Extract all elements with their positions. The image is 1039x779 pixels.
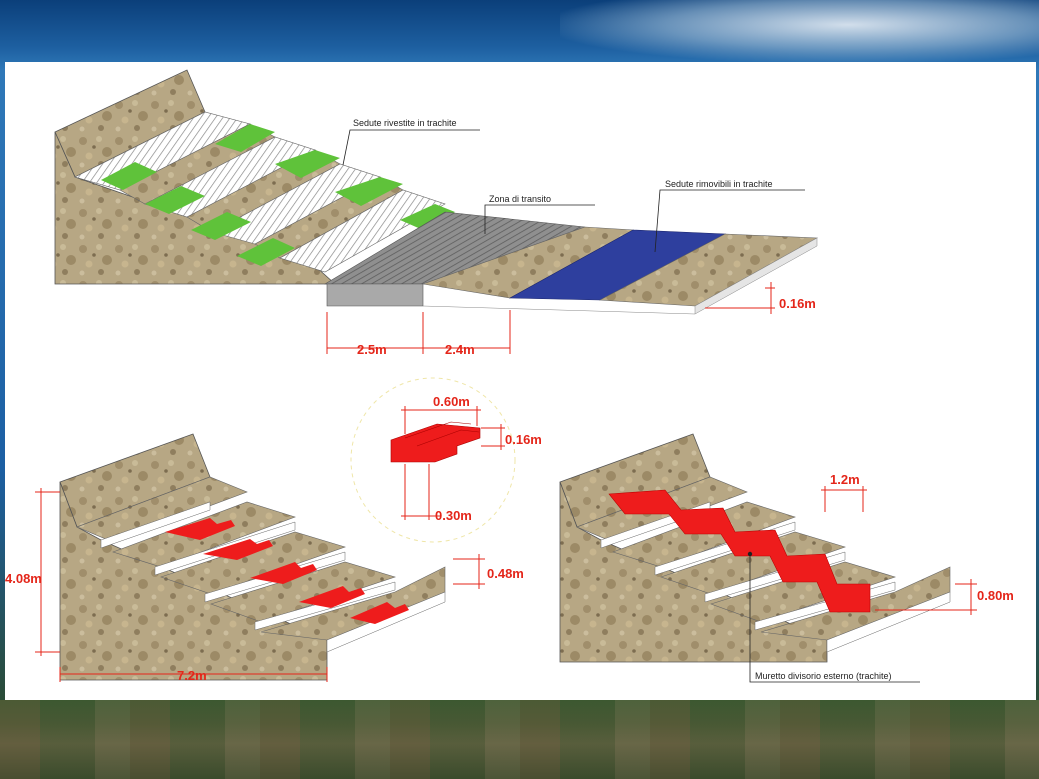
stadium-steps-diagram: Sedute rivestite in trachite Zona di tra…	[5, 69, 1014, 683]
green-seats	[101, 124, 455, 266]
label-sedute-rimovibili: Sedute rimovibili in trachite	[665, 179, 773, 189]
right-steps	[576, 476, 951, 653]
left-grandstand	[59, 433, 446, 681]
transit-zone-base	[326, 283, 424, 307]
left-red-stairs	[165, 518, 409, 624]
dim-right-height: 0.80m	[977, 588, 1014, 603]
dim-top-height: 0.16m	[779, 296, 816, 311]
right-dimensions: 1.2m 0.80m	[821, 472, 1014, 615]
dim-top-w1: 2.5m	[357, 342, 387, 357]
left-dimensions: 4.08m 0.48m 7.2m	[5, 488, 524, 683]
dim-top-w2: 2.4m	[445, 342, 475, 357]
dim-left-step: 0.48m	[487, 566, 524, 581]
dim-right-width: 1.2m	[830, 472, 860, 487]
dim-detail-depth: 0.60m	[433, 394, 470, 409]
background-landscape	[0, 700, 1039, 779]
diagram-panel: Sedute rivestite in trachite Zona di tra…	[5, 62, 1036, 700]
dim-detail-height: 0.16m	[505, 432, 542, 447]
top-grandstand	[54, 69, 819, 315]
detail-step: 0.60m 0.16m 0.30m	[350, 377, 542, 543]
dim-left-width: 7.2m	[177, 668, 207, 683]
background-sky	[560, 0, 1039, 62]
label-sedute-rivestite: Sedute rivestite in trachite	[353, 118, 457, 128]
label-muretto: Muretto divisorio esterno (trachite)	[755, 671, 892, 681]
red-dividing-wall	[608, 489, 871, 613]
top-dimensions: 2.5m 2.4m 0.16m	[326, 282, 816, 357]
label-zona-transito: Zona di transito	[489, 194, 551, 204]
dim-detail-width: 0.30m	[435, 508, 472, 523]
dim-left-height: 4.08m	[5, 571, 42, 586]
right-label: Muretto divisorio esterno (trachite)	[747, 551, 920, 683]
top-labels: Sedute rivestite in trachite Zona di tra…	[342, 118, 805, 253]
right-grandstand	[559, 433, 951, 663]
